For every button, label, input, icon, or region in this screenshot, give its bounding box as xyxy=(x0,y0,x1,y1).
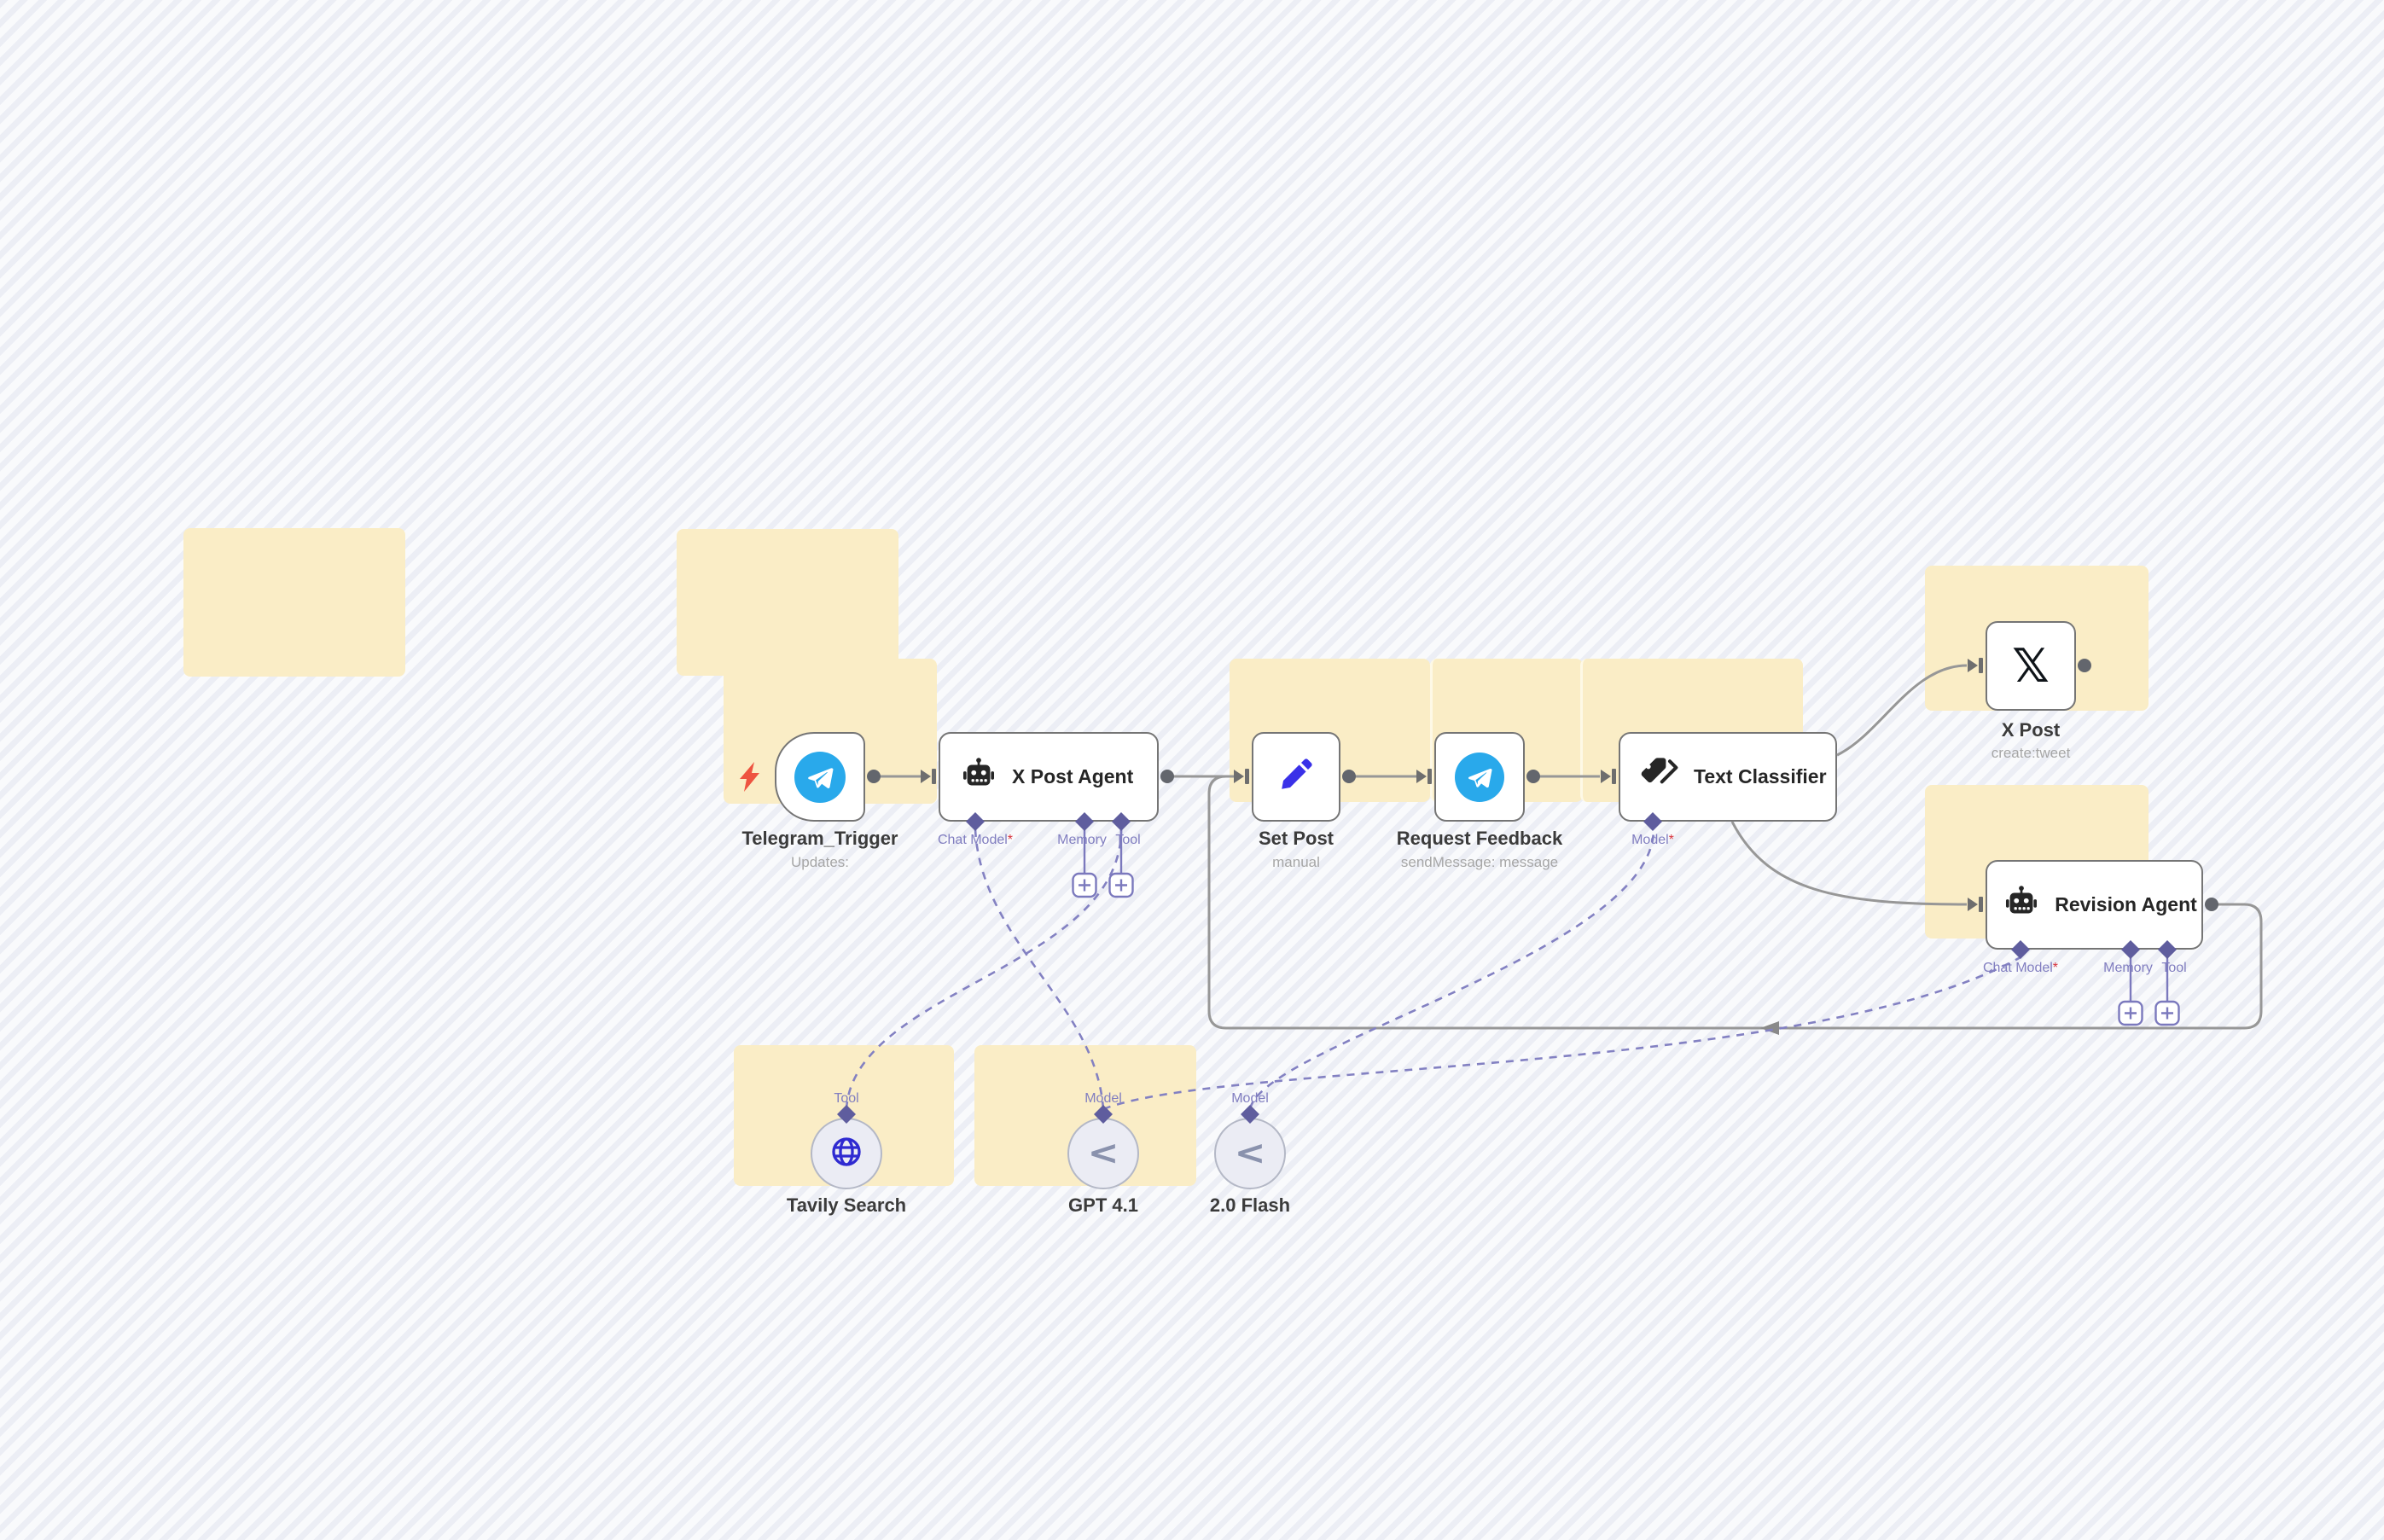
gpt-name: GPT 4.1 xyxy=(1068,1194,1138,1216)
connection-classifier-to-xpost[interactable] xyxy=(1836,664,1968,757)
tavily-tool-port[interactable] xyxy=(837,1105,856,1124)
classifier-model-label: Model* xyxy=(1631,833,1674,847)
feedback-output-dot[interactable] xyxy=(1526,770,1540,783)
xpost-output-dot[interactable] xyxy=(2078,659,2091,672)
required-marker: * xyxy=(1668,833,1674,847)
agent-memory-label: Memory xyxy=(1057,833,1107,847)
node-text-classifier[interactable]: Text Classifier xyxy=(1619,732,1837,822)
feedback-input[interactable] xyxy=(1416,769,1432,784)
globe-icon xyxy=(829,1135,863,1173)
node-request-feedback[interactable] xyxy=(1434,732,1525,822)
telegram-icon xyxy=(794,751,846,803)
set-post-subtitle: manual xyxy=(1272,854,1320,870)
node-title: Text Classifier xyxy=(1694,765,1827,787)
revision-output-dot[interactable] xyxy=(2205,898,2218,911)
pencil-icon xyxy=(1276,754,1317,799)
openrouter-icon: < xyxy=(1087,1133,1119,1173)
connection-tavily-to-agent-tool[interactable] xyxy=(845,828,1123,1110)
add-sub-node-buttons xyxy=(1072,872,2180,1026)
connection-gpt-to-agent-chatmodel[interactable] xyxy=(974,828,1105,1110)
revision-tool-port[interactable] xyxy=(2158,940,2177,959)
trigger-subtitle: Updates: xyxy=(790,854,850,870)
loop-arrow-icon xyxy=(1760,1021,1779,1035)
node-revision-agent[interactable]: Revision Agent xyxy=(1986,860,2203,950)
agent-chat-model-label: Chat Model* xyxy=(937,833,1014,847)
robot-icon xyxy=(959,755,998,799)
x-post-subtitle: create:tweet xyxy=(1991,745,2071,761)
robot-icon xyxy=(2002,883,2041,927)
connection-revision-loop-to-setpost[interactable] xyxy=(1207,775,2263,1030)
required-marker: * xyxy=(1007,833,1014,847)
node-2-0-flash[interactable]: < xyxy=(1214,1118,1286,1189)
revision-memory-port[interactable] xyxy=(2121,940,2140,959)
input-endpoints xyxy=(921,658,1983,912)
tavily-name: Tavily Search xyxy=(786,1194,907,1216)
flash-model-label: Model xyxy=(1231,1091,1269,1106)
flash-model-port[interactable] xyxy=(1241,1105,1259,1124)
node-telegram-trigger[interactable] xyxy=(775,732,865,822)
agent-input[interactable] xyxy=(921,769,936,784)
tavily-tool-label: Tool xyxy=(834,1091,859,1106)
revision-chat-model-label: Chat Model* xyxy=(1982,961,2059,975)
node-title: Revision Agent xyxy=(2055,893,2197,915)
telegram-icon xyxy=(1455,752,1504,802)
node-x-post-agent[interactable]: X Post Agent xyxy=(939,732,1159,822)
setpost-output-dot[interactable] xyxy=(1342,770,1356,783)
x-logo-icon: 𝕏 xyxy=(2012,638,2050,693)
x-post-name: X Post xyxy=(2001,719,2061,741)
revision-memory-label: Memory xyxy=(2103,961,2153,975)
agent-output-dot[interactable] xyxy=(1160,770,1174,783)
request-feedback-name: Request Feedback xyxy=(1396,828,1563,849)
sticky-note[interactable] xyxy=(183,528,405,677)
node-title: X Post Agent xyxy=(1012,765,1134,787)
output-endpoints xyxy=(867,659,2218,911)
node-set-post[interactable] xyxy=(1252,732,1340,822)
flash-name: 2.0 Flash xyxy=(1209,1194,1291,1216)
classifier-model-port[interactable] xyxy=(1643,812,1662,831)
trigger-bolt-icon xyxy=(740,762,759,792)
required-marker: * xyxy=(2052,961,2059,975)
agent-tool-label: Tool xyxy=(1115,833,1141,847)
set-post-name: Set Post xyxy=(1258,828,1334,849)
revision-input[interactable] xyxy=(1968,897,1983,912)
agent-memory-plus-button[interactable] xyxy=(1072,872,1097,898)
node-tavily-search[interactable] xyxy=(811,1118,882,1189)
revision-chat-model-port[interactable] xyxy=(2011,940,2030,959)
agent-tool-plus-button[interactable] xyxy=(1108,872,1134,898)
request-feedback-subtitle: sendMessage: message xyxy=(1400,854,1559,870)
gpt-model-port[interactable] xyxy=(1094,1105,1113,1124)
setpost-input[interactable] xyxy=(1234,769,1249,784)
agent-chat-model-port[interactable] xyxy=(966,812,985,831)
tags-icon xyxy=(1639,757,1680,797)
gpt-model-label: Model xyxy=(1084,1091,1122,1106)
connection-gpt-to-revision-chatmodel[interactable] xyxy=(1102,956,2021,1111)
trigger-output-dot[interactable] xyxy=(867,770,881,783)
revision-tool-label: Tool xyxy=(2161,961,2187,975)
classifier-input[interactable] xyxy=(1601,769,1616,784)
openrouter-icon: < xyxy=(1234,1133,1266,1173)
revision-tool-plus-button[interactable] xyxy=(2154,1000,2180,1026)
connection-classifier-to-revision[interactable] xyxy=(1730,821,1968,906)
node-gpt-41[interactable]: < xyxy=(1067,1118,1139,1189)
revision-memory-plus-button[interactable] xyxy=(2118,1000,2143,1026)
connection-flash-to-classifier-model[interactable] xyxy=(1248,828,1655,1110)
agent-tool-port[interactable] xyxy=(1112,812,1131,831)
xpost-input[interactable] xyxy=(1968,658,1983,673)
trigger-name: Telegram_Trigger xyxy=(741,828,898,849)
sticky-note[interactable] xyxy=(677,529,898,676)
node-x-post[interactable]: 𝕏 xyxy=(1986,621,2076,711)
agent-memory-port[interactable] xyxy=(1075,812,1094,831)
port-diamonds xyxy=(837,812,2177,1124)
